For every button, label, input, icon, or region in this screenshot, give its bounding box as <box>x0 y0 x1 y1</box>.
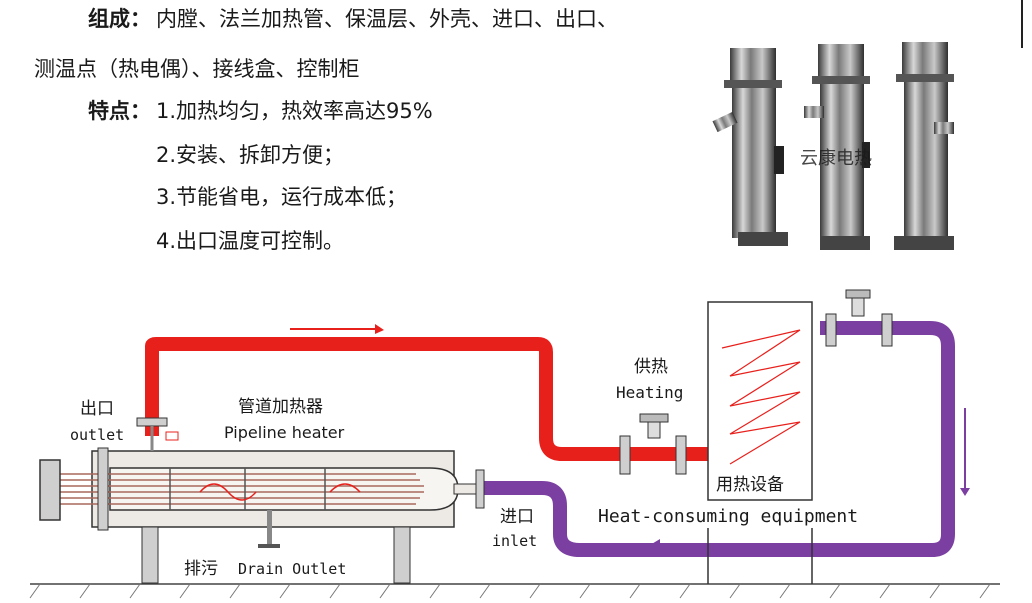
composition-label: 组成： <box>88 7 151 31</box>
heat-consuming-equipment <box>707 301 813 584</box>
feature-item-3: 3.节能省电，运行成本低； <box>156 185 408 209</box>
return-valve <box>825 289 893 347</box>
outlet-label-en: outlet <box>70 426 124 444</box>
heater-label-cn: 管道加热器 <box>238 397 323 417</box>
product-photo: 云康电热 <box>712 42 954 250</box>
heater-unit-3 <box>894 42 954 250</box>
inlet-label-cn: 进口 <box>500 507 534 527</box>
flow-arrow-return-icon <box>650 539 712 551</box>
heating-label-cn: 供热 <box>634 357 668 377</box>
hot-supply-pipe <box>145 337 708 461</box>
heater-unit-2 <box>804 44 870 250</box>
flow-diagram: 出口 outlet 管道加热器 Pipeline heater 供热 Heati… <box>29 289 1000 599</box>
composition-text: 内膛、法兰加热管、保温层、外壳、进口、出口、 <box>156 7 618 31</box>
heater-label-en: Pipeline heater <box>224 423 345 442</box>
flow-arrow-hot-icon <box>290 324 384 334</box>
heating-label-en: Heating <box>616 383 683 402</box>
features-label: 特点： <box>88 99 151 123</box>
equipment-label-en: Heat-consuming equipment <box>598 506 858 527</box>
equipment-label-cn: 用热设备 <box>716 475 784 495</box>
inlet-label-en: inlet <box>492 532 537 550</box>
return-pipe <box>480 321 955 557</box>
outlet-label-cn: 出口 <box>80 399 114 419</box>
flow-arrow-down-icon <box>960 408 970 496</box>
composition-text-line2: 测温点（热电偶）、接线盒、控制柜 <box>34 57 360 81</box>
drain-label-en: Drain Outlet <box>238 560 346 578</box>
pipeline-heater <box>39 417 485 584</box>
page-edge-bar <box>1021 0 1023 48</box>
feature-item-2: 2.安装、拆卸方便； <box>156 143 345 167</box>
feature-item-4: 4.出口温度可控制。 <box>156 229 345 253</box>
heater-unit-1 <box>712 48 788 246</box>
feature-item-1: 1.加热均匀，热效率高达95% <box>156 99 433 123</box>
ground-hatch <box>29 583 991 599</box>
photo-watermark: 云康电热 <box>800 148 872 169</box>
drain-label-cn: 排污 <box>184 559 218 579</box>
heating-valve <box>619 413 687 475</box>
